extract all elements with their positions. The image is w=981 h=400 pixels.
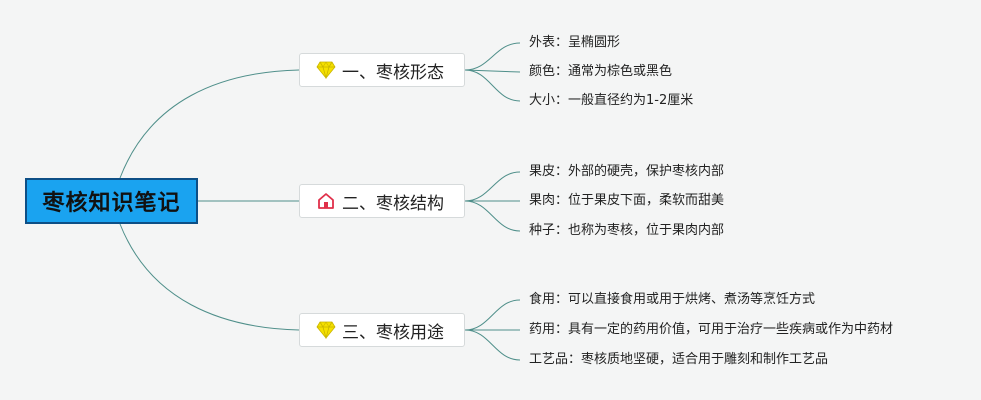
- connector-branch-1-leaf-2: [464, 69, 521, 73]
- subtopic-structure-seed[interactable]: 种子：也称为枣核，位于果肉内部: [529, 223, 725, 238]
- connector-branch-2-leaf-3: [464, 200, 521, 232]
- branch-topic-structure[interactable]: 二、枣核结构: [299, 184, 465, 218]
- root-topic-label: 枣核知识笔记: [42, 191, 181, 216]
- subtopic-shape-size[interactable]: 大小：一般直径约为1-2厘米: [529, 93, 694, 108]
- subtopic-uses-food[interactable]: 食用：可以直接食用或用于烘烤、煮汤等烹饪方式: [529, 292, 816, 307]
- diamond-icon: [316, 320, 336, 340]
- subtopic-shape-appearance[interactable]: 外表：呈椭圆形: [529, 35, 621, 50]
- diamond-icon: [316, 60, 336, 80]
- subtopic-structure-flesh[interactable]: 果肉：位于果皮下面，柔软而甜美: [529, 193, 725, 208]
- branch-topic-shape[interactable]: 一、枣核形态: [299, 53, 465, 87]
- connector-branch-3-leaf-1: [464, 299, 521, 331]
- subtopic-uses-craft[interactable]: 工艺品：枣核质地坚硬，适合用于雕刻和制作工艺品: [529, 352, 829, 367]
- house-icon: [316, 191, 336, 211]
- connector-branch-1-leaf-3: [464, 69, 521, 102]
- subtopic-shape-color[interactable]: 颜色：通常为棕色或黑色: [529, 64, 673, 79]
- branch-topic-label: 一、枣核形态: [342, 62, 444, 83]
- branch-topic-label: 三、枣核用途: [342, 322, 444, 343]
- subtopic-uses-medicine[interactable]: 药用：具有一定的药用价值，可用于治疗一些疾病或作为中药材: [529, 322, 894, 337]
- branch-topic-uses[interactable]: 三、枣核用途: [299, 313, 465, 347]
- connector-root-branch-3: [119, 223, 300, 331]
- subtopic-structure-skin[interactable]: 果皮：外部的硬壳，保护枣核内部: [529, 164, 725, 179]
- branch-topic-label: 二、枣核结构: [342, 193, 444, 214]
- connector-root-branch-1: [119, 69, 300, 179]
- connector-branch-1-leaf-1: [464, 42, 521, 71]
- root-topic[interactable]: 枣核知识笔记: [25, 178, 198, 224]
- connector-branch-3-leaf-3: [464, 329, 521, 361]
- connector-branch-2-leaf-1: [464, 171, 521, 202]
